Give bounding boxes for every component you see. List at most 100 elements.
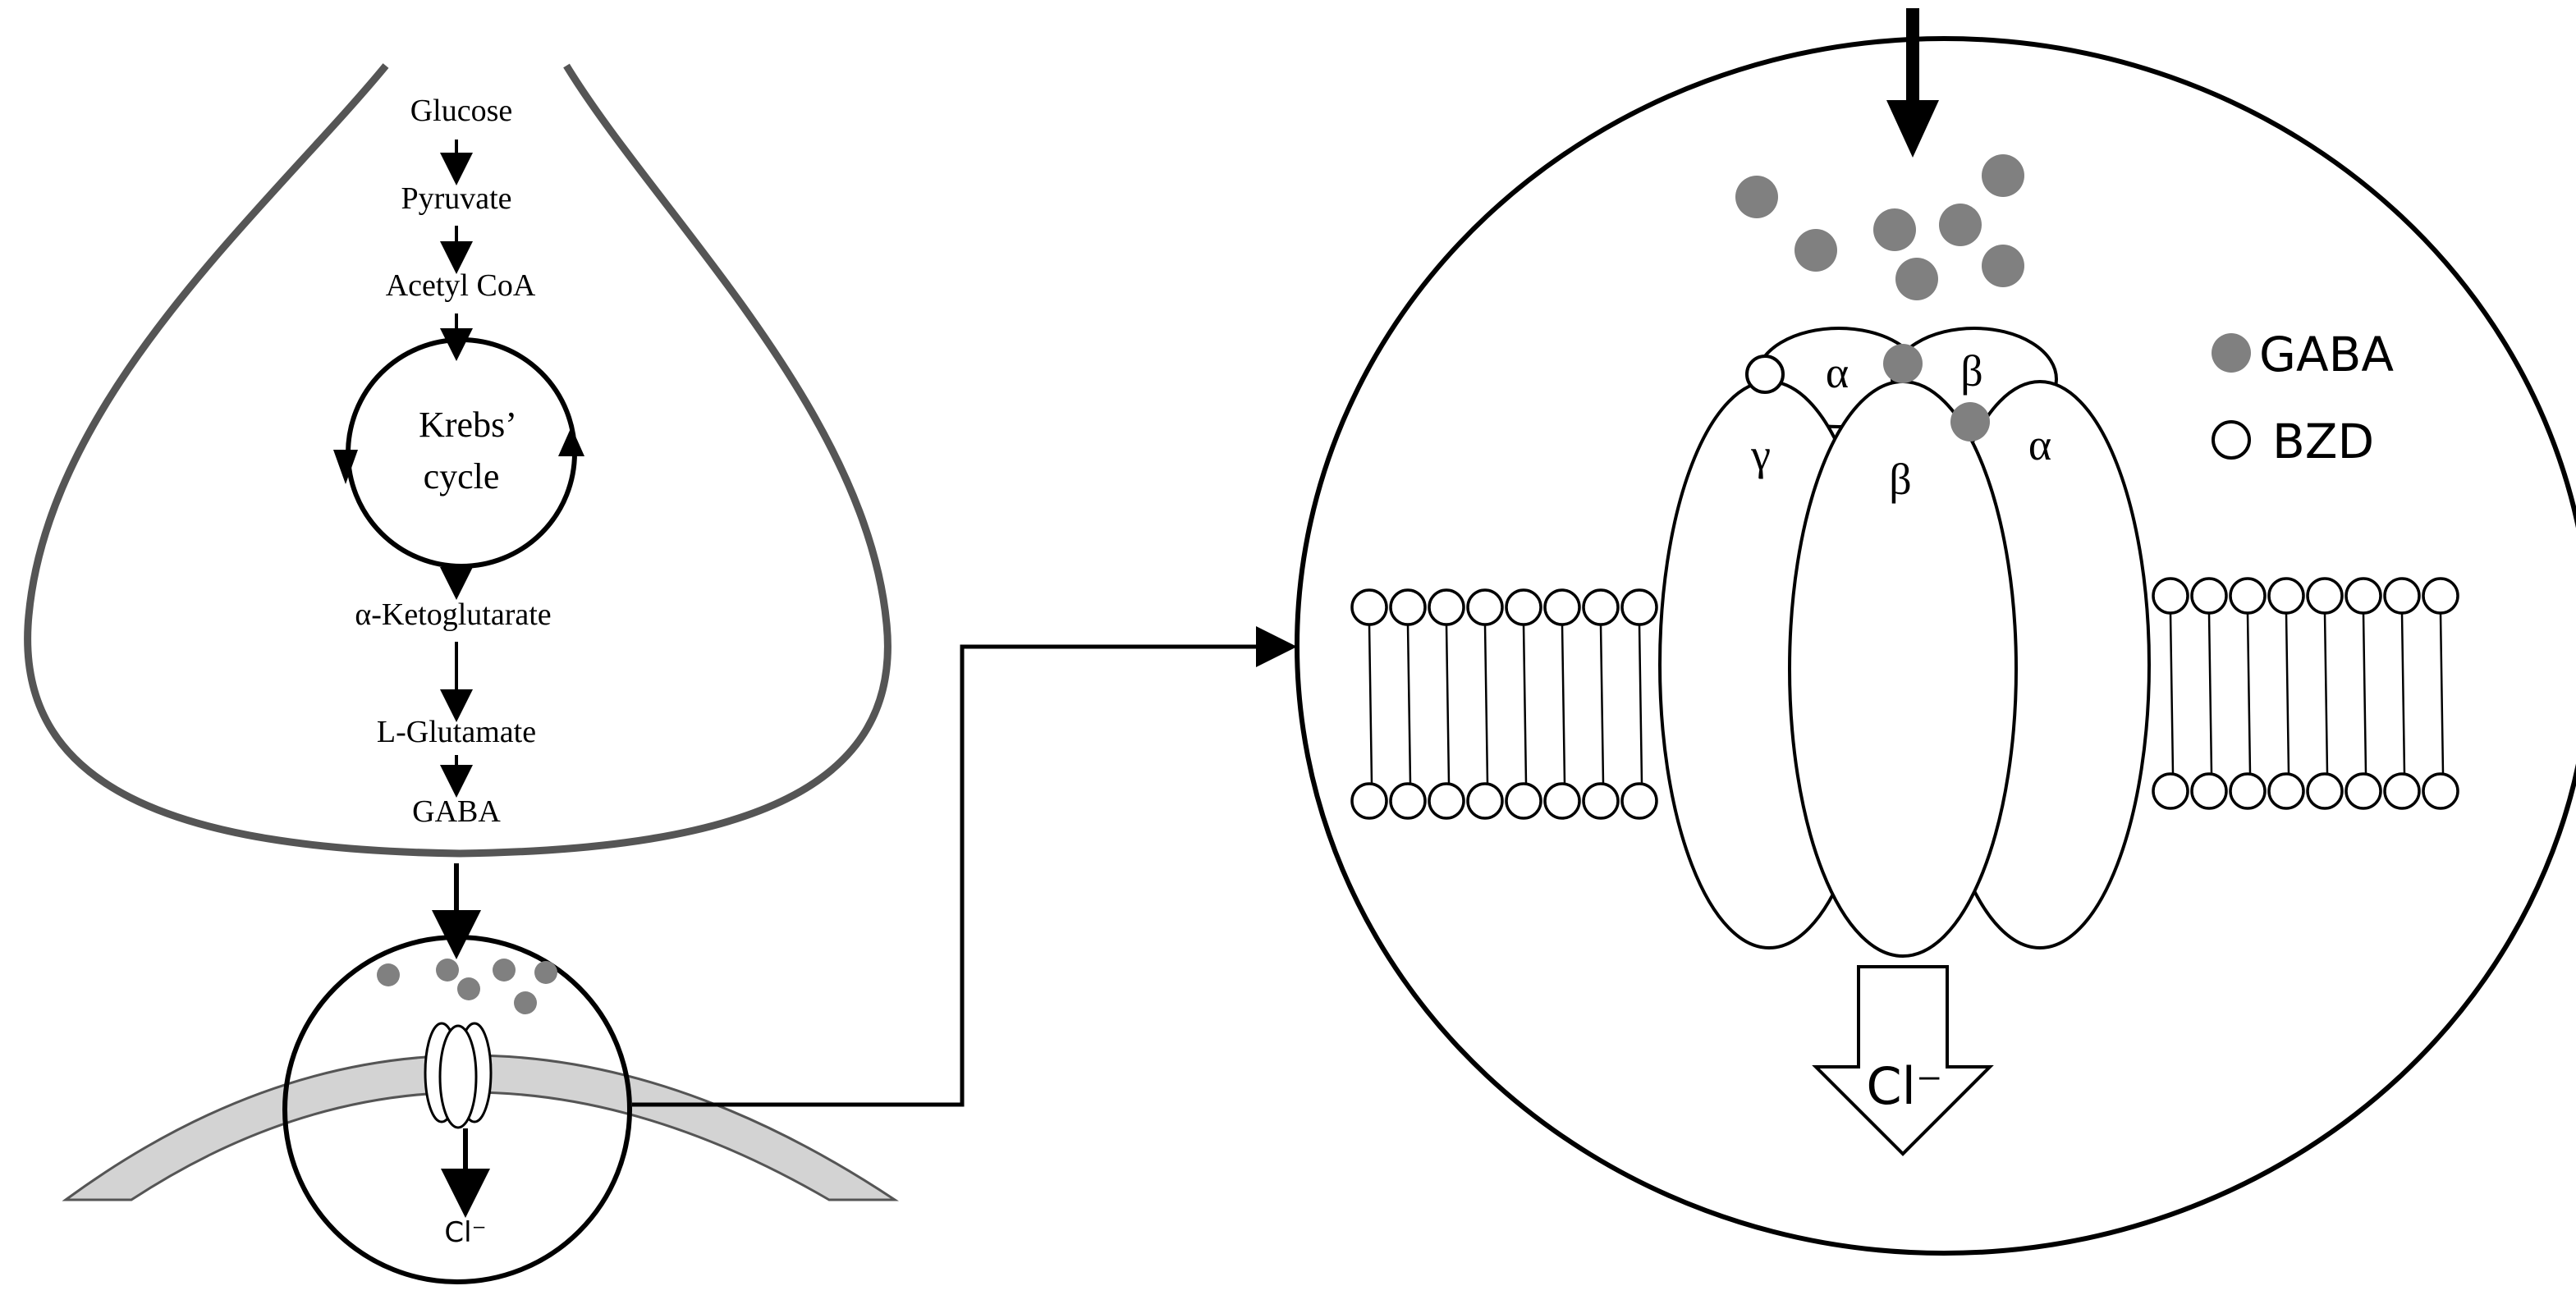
label-acetyl-coa: Acetyl CoA	[386, 268, 536, 303]
gaba-dot	[1873, 208, 1916, 251]
lipid-head	[1428, 782, 1465, 820]
krebs-circle	[346, 337, 577, 569]
lipid-head	[2267, 772, 2305, 810]
gaba-dot	[377, 963, 400, 986]
lipid-head	[1466, 588, 1504, 626]
krebs-label-line2: cycle	[424, 456, 500, 496]
lipid-head	[2306, 772, 2344, 810]
legend-gaba-swatch	[2212, 333, 2251, 373]
lipid-tail	[1522, 624, 1528, 785]
lipid-head	[2306, 577, 2344, 615]
lipid-head	[1428, 588, 1465, 626]
gaba-dot	[534, 961, 557, 984]
lipid-tail	[2246, 612, 2252, 775]
gaba-dot	[1794, 229, 1837, 272]
synapse-circle	[282, 935, 632, 1284]
lipid-bilayer-right	[2152, 577, 2459, 810]
lipid-head	[1350, 782, 1388, 820]
receptor-zoom-view: α β γ β α Cl⁻ GABA BZD	[1295, 8, 2576, 1256]
label-glutamate: L-Glutamate	[377, 715, 536, 749]
synapse-gaba-molecules	[377, 959, 557, 1014]
chloride-arrow-shape	[1812, 965, 1994, 1156]
legend-bzd-swatch	[2212, 420, 2251, 460]
arrow-shaft	[1906, 8, 1919, 107]
lipid-head	[2190, 577, 2228, 615]
lipid-head	[2383, 577, 2421, 615]
lipid-head	[2152, 772, 2189, 810]
gaba-dot	[1939, 204, 1982, 246]
lipid-head	[2422, 577, 2459, 615]
mini-subunit	[438, 1024, 478, 1129]
legend-gaba-label: GABA	[2259, 327, 2394, 382]
lipid-tail	[1368, 624, 1373, 785]
lipid-head	[1466, 782, 1504, 820]
neuron-outline	[24, 63, 892, 858]
lipid-head	[2152, 577, 2189, 615]
lipid-head	[1582, 588, 1620, 626]
subunit-label-top-beta: β	[1960, 346, 1982, 396]
synapse-inset: Cl⁻	[282, 935, 632, 1284]
lipid-head	[1620, 782, 1658, 820]
arrow-head	[1886, 100, 1939, 158]
gaba-dot	[1895, 258, 1938, 300]
gaba-binding-site-2	[1950, 402, 1990, 442]
gaba-dot	[1982, 154, 2024, 197]
lipid-head	[1620, 588, 1658, 626]
lipid-head	[2345, 577, 2382, 615]
lipid-head	[2422, 772, 2459, 810]
label-ketoglutarate: α-Ketoglutarate	[355, 597, 551, 632]
lipid-head	[2345, 772, 2382, 810]
zoom-connector	[632, 626, 1297, 1107]
gaba-binding-site-1	[1883, 344, 1923, 383]
lipid-tail	[2323, 612, 2329, 775]
label-glucose: Glucose	[410, 94, 513, 128]
legend-bzd-label: BZD	[2272, 414, 2374, 469]
lipid-head	[1505, 782, 1542, 820]
subunit-label-right-alpha: α	[2028, 420, 2051, 469]
label-pyruvate: Pyruvate	[401, 181, 511, 216]
lipid-head	[2267, 577, 2305, 615]
lipid-tail	[1445, 624, 1451, 785]
lipid-tail	[1599, 624, 1605, 785]
krebs-label-line1: Krebs’	[419, 405, 517, 445]
krebs-cycle: Krebs’ cycle	[333, 337, 584, 569]
lipid-head	[1389, 782, 1427, 820]
krebs-arrowhead-right	[558, 427, 584, 456]
label-gaba: GABA	[412, 794, 501, 829]
lipid-head	[1505, 588, 1542, 626]
gaba-dot	[1982, 245, 2024, 287]
postsynaptic-membrane	[62, 1054, 899, 1201]
lipid-head	[1543, 588, 1581, 626]
presynaptic-neuron	[24, 63, 892, 858]
bzd-binding-site	[1745, 355, 1785, 394]
lipid-tail	[2285, 612, 2290, 775]
lipid-tail	[2439, 612, 2445, 775]
lipid-tail	[2169, 612, 2175, 775]
lipid-tail	[1638, 624, 1643, 785]
lipid-head	[2383, 772, 2421, 810]
mini-receptor	[424, 1022, 493, 1129]
lipid-tail	[2400, 612, 2406, 775]
incoming-gaba-arrow	[1886, 8, 1939, 158]
lipid-tail	[1406, 624, 1412, 785]
gaba-dot	[457, 977, 480, 1000]
lipid-head	[1389, 588, 1427, 626]
gaba-dot	[1735, 176, 1778, 218]
membrane-band	[62, 1054, 899, 1201]
subunit-label-center-beta: β	[1889, 455, 1911, 504]
lipid-bilayer-left	[1350, 588, 1658, 820]
gaba-a-receptor: α β γ β α	[1658, 327, 2151, 958]
chloride-outflow-arrow: Cl⁻	[1812, 965, 1994, 1156]
lipid-head	[2229, 772, 2267, 810]
gaba-dot	[436, 959, 459, 982]
metabolic-pathway: Glucose Pyruvate Acetyl CoA Krebs’ cycle…	[333, 94, 584, 959]
gaba-dot	[493, 959, 516, 982]
lipid-head	[2190, 772, 2228, 810]
lipid-head	[1350, 588, 1388, 626]
subunit-label-top-alpha: α	[1826, 348, 1849, 397]
chloride-label: Cl⁻	[1866, 1056, 1942, 1116]
lipid-tail	[1483, 624, 1489, 785]
mini-chloride-label: Cl⁻	[444, 1216, 486, 1249]
subunit-label-gamma: γ	[1750, 430, 1771, 479]
